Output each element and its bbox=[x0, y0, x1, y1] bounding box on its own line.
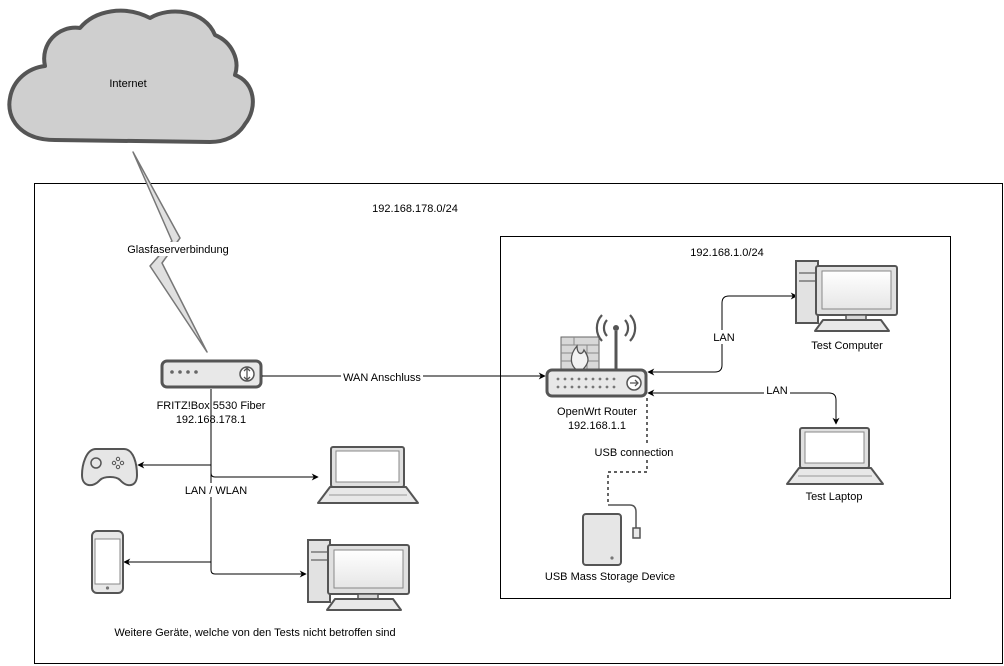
cloud-label: Internet bbox=[109, 78, 146, 90]
test-computer-icon bbox=[795, 260, 898, 332]
lan-laptop-link bbox=[647, 389, 840, 425]
antenna-icon bbox=[595, 314, 637, 372]
usb-label: USB connection bbox=[595, 447, 674, 459]
router-icon bbox=[160, 359, 263, 389]
firewall-icon bbox=[560, 336, 600, 373]
lan-laptop-label-bg bbox=[764, 383, 790, 397]
test-computer-label: Test Computer bbox=[811, 340, 883, 352]
lan-computer-label-bg bbox=[711, 330, 737, 344]
lan-computer-label: LAN bbox=[713, 332, 734, 344]
test-laptop-label: Test Laptop bbox=[806, 491, 863, 503]
laptop-icon bbox=[317, 446, 419, 504]
openwrt-name: OpenWrt Router bbox=[557, 406, 637, 418]
inner-subnet-label: 192.168.1.0/24 bbox=[690, 247, 763, 259]
hdd-icon bbox=[582, 504, 641, 566]
fiber-label: Glasfaserverbindung bbox=[127, 244, 229, 256]
lan-wlan-label-bg bbox=[183, 483, 249, 497]
wan-label-bg bbox=[341, 370, 423, 383]
fiber-bolt bbox=[132, 151, 208, 353]
gamepad-icon bbox=[80, 448, 139, 487]
other-devices-caption: Weitere Geräte, welche von den Tests nic… bbox=[114, 627, 395, 639]
desktop-icon bbox=[307, 539, 410, 611]
openwrt-ip: 192.168.1.1 bbox=[568, 420, 626, 432]
usb-storage-label: USB Mass Storage Device bbox=[545, 571, 675, 583]
lan-wlan-label: LAN / WLAN bbox=[185, 485, 247, 497]
lan-laptop-label: LAN bbox=[766, 385, 787, 397]
test-laptop-icon bbox=[786, 427, 884, 485]
cloud-icon bbox=[7, 8, 255, 144]
smartphone-icon bbox=[91, 530, 124, 594]
fiber-label-bg bbox=[127, 242, 229, 256]
lan-wlan-links bbox=[123, 389, 319, 578]
outer-subnet-label: 192.168.178.0/24 bbox=[372, 203, 458, 215]
openwrt-router-icon bbox=[545, 368, 648, 398]
wan-label: WAN Anschluss bbox=[343, 372, 421, 384]
usb-link bbox=[607, 398, 648, 505]
